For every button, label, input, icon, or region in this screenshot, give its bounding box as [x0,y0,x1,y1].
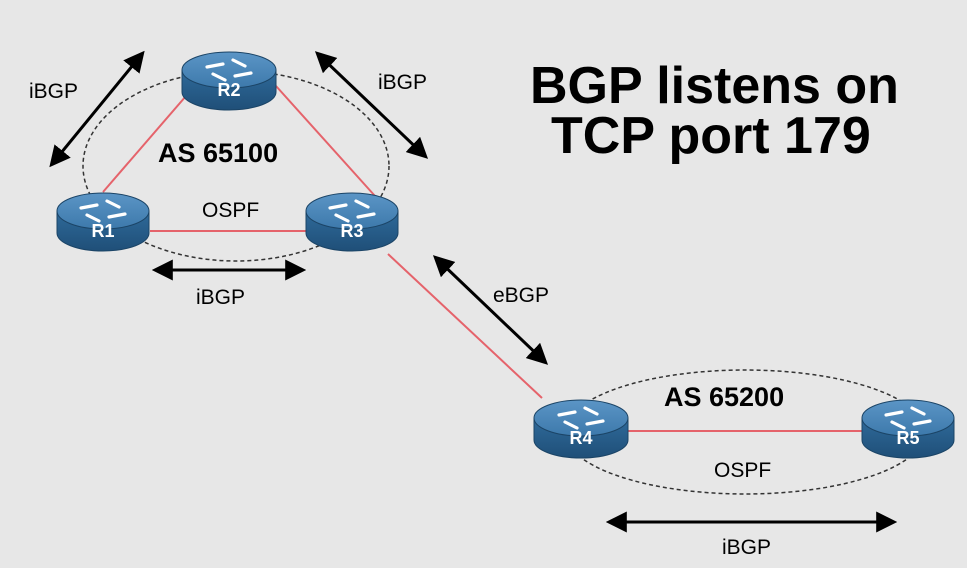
as-65100-igp-label: OSPF [202,199,259,222]
link-r3-r4 [387,253,543,399]
router-icon: R5 [861,399,955,459]
router-name-r2: R2 [217,80,240,100]
double-arrow-icon [432,255,549,365]
router-icon: R1 [56,192,150,252]
router-name-r1: R1 [91,221,114,241]
as-65200-igp-label: OSPF [714,459,771,482]
session-arrows [49,50,898,533]
headline-line-1: BGP listens on [530,57,899,115]
link-r2-r3 [275,85,376,197]
double-arrow-icon [49,50,145,168]
double-arrow-icon [314,51,429,159]
router-icon: R4 [533,399,629,459]
headline-line-2: TCP port 179 [551,107,871,165]
session-label-r1-r2: iBGP [29,80,78,103]
as-65200-label: AS 65200 [664,382,784,412]
router-icon: R2 [181,51,277,111]
router-name-r4: R4 [569,428,592,448]
session-label-r4-r5: iBGP [722,536,771,559]
session-label-r1-r3: iBGP [196,286,245,309]
session-label-r3-r4: eBGP [493,284,549,307]
router-icon: R3 [305,192,399,252]
as-65100-label: AS 65100 [158,138,278,168]
router-name-r3: R3 [340,221,363,241]
router-name-r5: R5 [896,428,919,448]
session-label-r2-r3: iBGP [378,71,427,94]
